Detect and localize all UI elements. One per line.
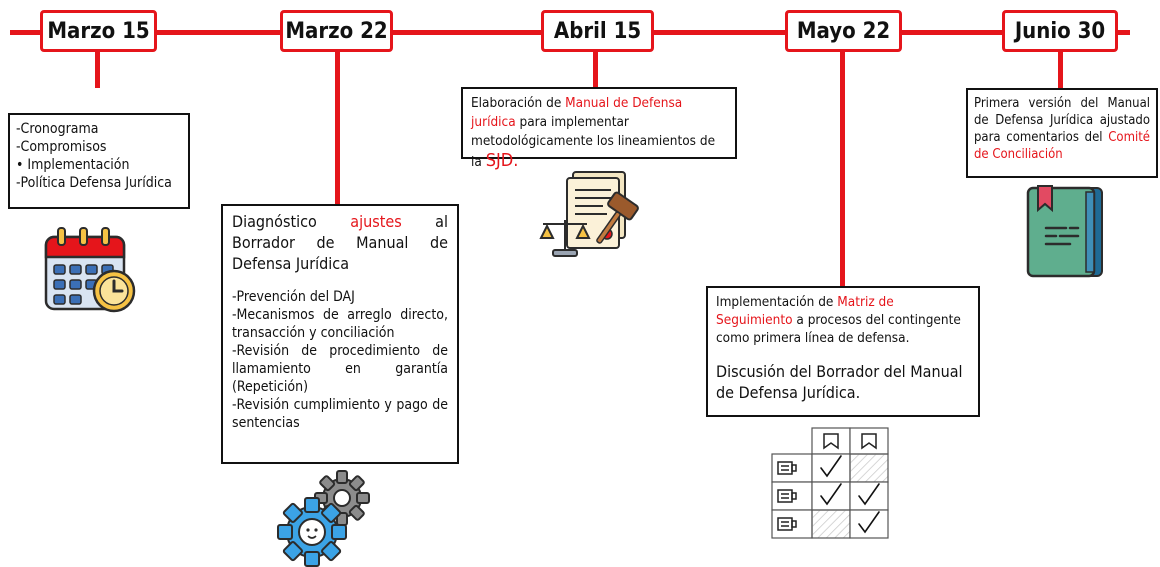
box5-text-a: Primera versión del Manual de Defensa Ju… xyxy=(974,96,1150,145)
box4-text-a: Implementación de xyxy=(716,294,838,310)
box1-item: -Cronograma xyxy=(16,121,99,137)
box5-text: Primera versión del Manual de Defensa Ju… xyxy=(974,95,1150,163)
box2-item: -Revisión de procedimiento de llamamient… xyxy=(232,343,448,395)
box2-item: -Revisión cumplimiento y pago de sentenc… xyxy=(232,397,448,431)
box3-sjd: SJD. xyxy=(485,150,519,171)
date-marzo-15: Marzo 15 xyxy=(40,10,157,52)
box5-highlight: Comité de Conciliación xyxy=(974,130,1150,162)
box1-item: -Política Defensa Jurídica xyxy=(16,175,172,191)
box1-item: • Implementación xyxy=(16,157,130,173)
box4-paragraph2: Discusión del Borrador del Manual de Def… xyxy=(716,362,963,402)
box3-text-b: para implementar metodológicamente los l… xyxy=(471,114,716,170)
box1-item: -Compromisos xyxy=(16,139,107,155)
date-junio-30: Junio 30 xyxy=(1002,10,1118,52)
box3-highlight: Manual de Defensa jurídica xyxy=(471,95,683,130)
box2-title-b: al Borrador de Manual de Defensa Jurídic… xyxy=(232,212,448,273)
connector-marzo15 xyxy=(95,52,100,88)
calendar-clock-icon xyxy=(44,227,136,313)
date-mayo-22: Mayo 22 xyxy=(785,10,902,52)
box4-highlight: Matriz de Seguimiento xyxy=(716,294,894,328)
connector-junio30 xyxy=(1058,52,1063,88)
milestone-box-mayo22: Implementación de Matriz de Seguimiento … xyxy=(706,286,980,417)
box2-item: -Prevención del DAJ xyxy=(232,289,355,305)
connector-abril15 xyxy=(593,52,598,88)
box4-text-b: a procesos del contingente como primera … xyxy=(716,312,961,346)
box2-title: Diagnóstico ajustes al Borrador de Manua… xyxy=(232,211,448,274)
box2-item: -Mecanismos de arreglo directo, transacc… xyxy=(232,307,448,341)
date-marzo-22: Marzo 22 xyxy=(280,10,393,52)
gears-icon xyxy=(277,470,370,567)
milestone-box-abril15: Elaboración de Manual de Defensa jurídic… xyxy=(461,87,737,170)
milestone-box-junio30: Primera versión del Manual de Defensa Ju… xyxy=(966,88,1158,178)
milestone-box-marzo15: -Cronograma -Compromisos • Implementació… xyxy=(8,113,190,209)
box2-title-highlight: ajustes xyxy=(350,212,402,231)
checklist-matrix-icon xyxy=(771,427,889,539)
date-abril-15: Abril 15 xyxy=(541,10,654,52)
connector-mayo22 xyxy=(840,52,845,286)
milestone-box-marzo22: Diagnóstico ajustes al Borrador de Manua… xyxy=(221,204,459,464)
box4-paragraph1: Implementación de Matriz de Seguimiento … xyxy=(716,293,970,347)
legal-document-gavel-icon xyxy=(539,171,639,257)
box2-title-a: Diagnóstico xyxy=(232,212,317,231)
box3-text-a: Elaboración de xyxy=(471,95,566,111)
connector-marzo22 xyxy=(335,52,340,204)
book-icon xyxy=(1026,185,1103,278)
